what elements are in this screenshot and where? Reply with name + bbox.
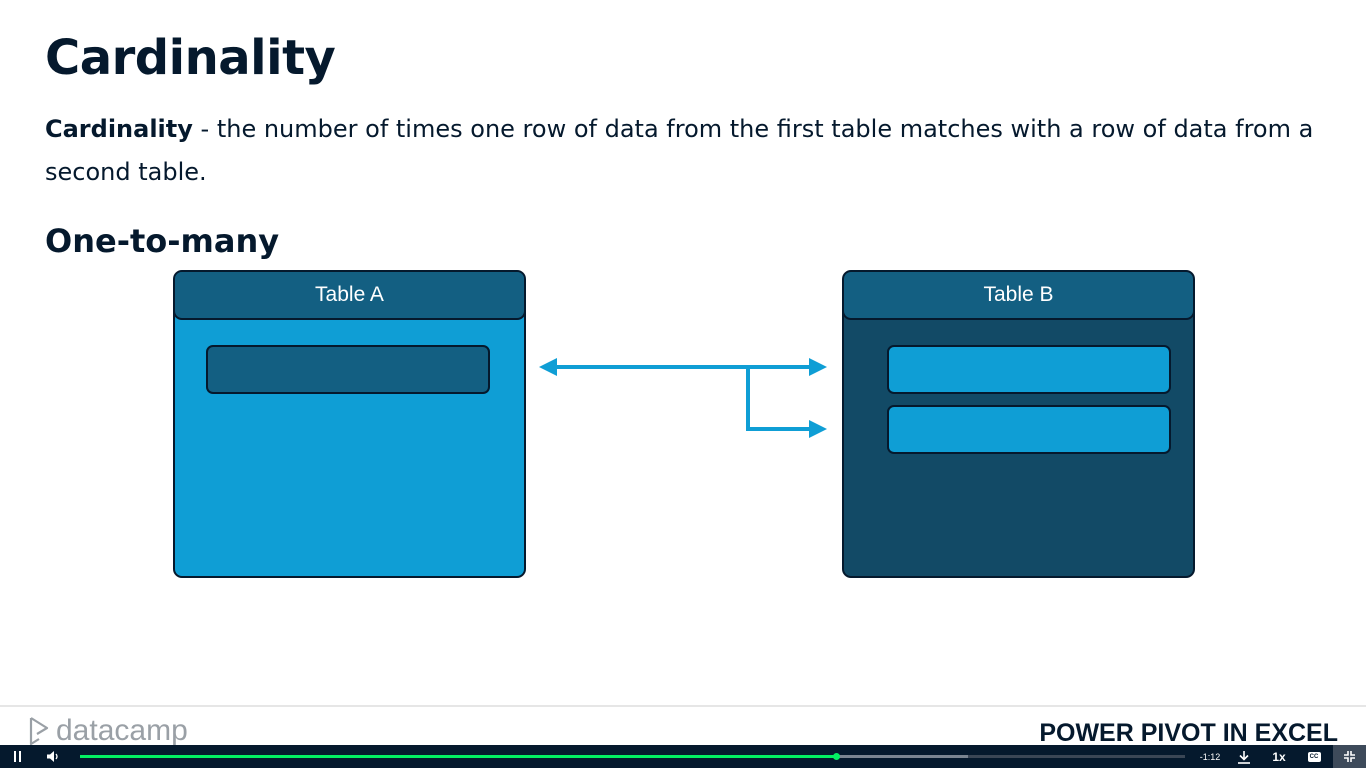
pause-button[interactable] — [8, 745, 28, 768]
table-b-label: Table B — [983, 283, 1054, 306]
definition-body: - the number of times one row of data fr… — [45, 115, 1314, 186]
captions-button[interactable]: CC — [1302, 745, 1326, 768]
table-a-box: Table A — [173, 270, 526, 578]
arrow-head-right-top — [809, 358, 827, 376]
progress-played — [80, 755, 836, 758]
table-a-row — [206, 345, 490, 394]
course-title: POWER PIVOT IN EXCEL — [1039, 719, 1338, 745]
arrow-head-left — [539, 358, 557, 376]
table-b-row-1 — [887, 345, 1171, 394]
volume-button[interactable] — [42, 745, 64, 768]
captions-icon: CC — [1307, 751, 1321, 762]
progress-bar[interactable] — [80, 753, 1185, 760]
datacamp-logo-mark — [29, 717, 49, 745]
playback-speed-button[interactable]: 1x — [1272, 749, 1286, 764]
slide: Cardinality Cardinality - the number of … — [0, 30, 1366, 745]
slide-title: Cardinality — [45, 30, 336, 86]
download-icon — [1238, 750, 1250, 764]
logo-wordmark: datacamp — [56, 716, 188, 745]
table-b-row-2 — [887, 405, 1171, 454]
video-control-bar: -1:12 1x CC — [0, 745, 1366, 768]
arrow-head-right-bottom — [809, 420, 827, 438]
section-subtitle: One-to-many — [45, 222, 280, 260]
table-b-box: Table B — [842, 270, 1195, 578]
table-a-label: Table A — [315, 283, 384, 306]
pause-icon — [14, 751, 21, 762]
branch-arrow-shaft — [746, 367, 815, 431]
table-b-header: Table B — [844, 272, 1193, 320]
definition-term: Cardinality — [45, 115, 193, 143]
definition-text: Cardinality - the number of times one ro… — [45, 108, 1325, 194]
one-to-many-arrows — [539, 358, 827, 438]
footer-divider — [0, 705, 1366, 707]
time-remaining: -1:12 — [1199, 751, 1221, 762]
datacamp-logo: datacamp — [28, 716, 188, 745]
download-button[interactable] — [1234, 745, 1254, 768]
exit-fullscreen-button[interactable] — [1333, 745, 1366, 768]
exit-fullscreen-icon — [1344, 751, 1355, 762]
progress-handle[interactable] — [832, 753, 840, 760]
volume-icon — [46, 751, 58, 762]
table-a-header: Table A — [175, 272, 524, 320]
